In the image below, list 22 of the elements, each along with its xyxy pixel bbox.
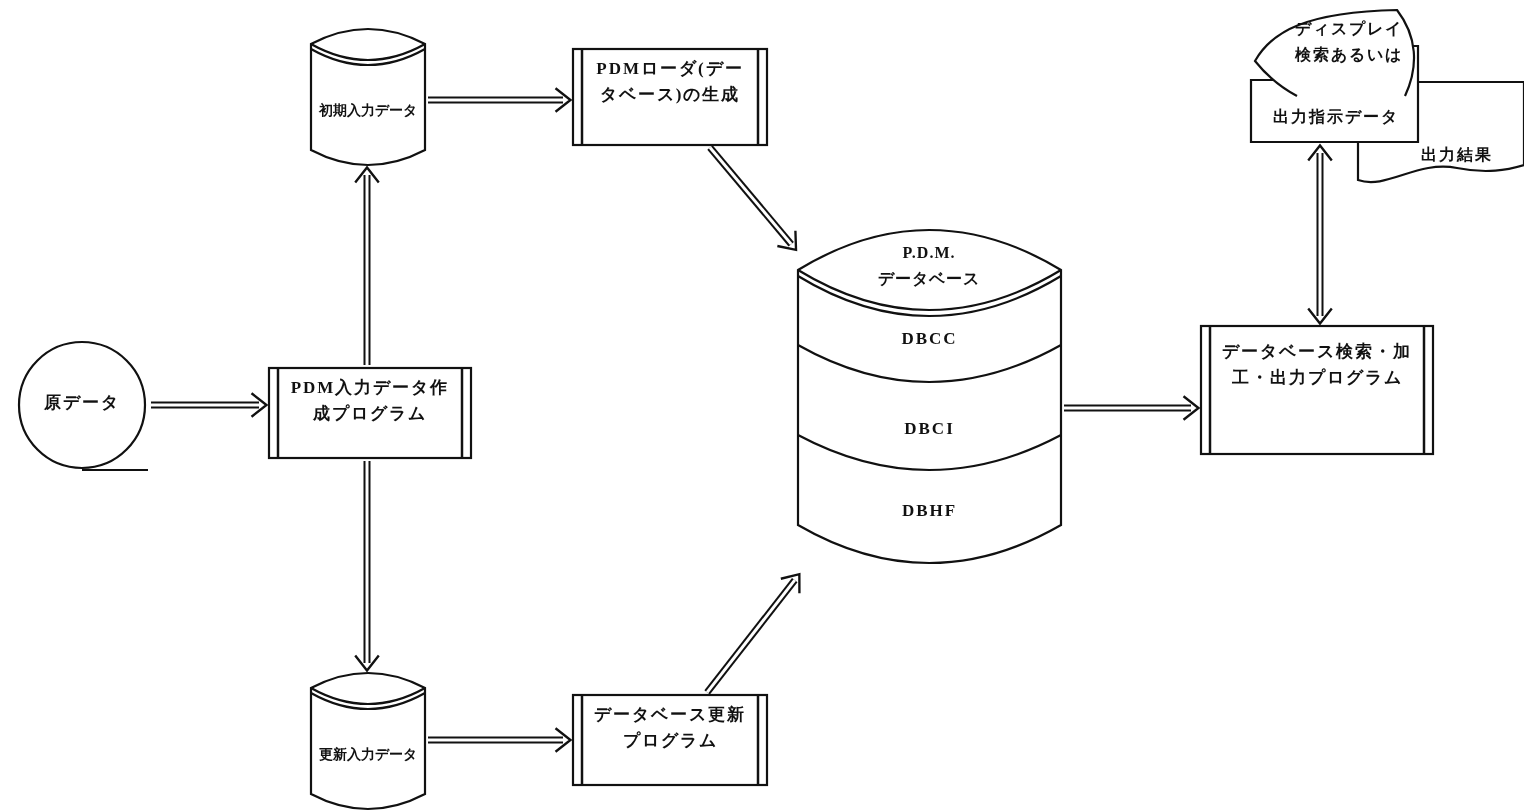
node-label: データベース更新プログラム (593, 704, 747, 752)
node-label: P.D.M. データベース (877, 243, 981, 289)
node-label: PDM入力データ作成プログラム (289, 377, 451, 425)
node-label: 更新入力データ (318, 746, 418, 764)
double-arrow (707, 145, 798, 252)
double-arrow (1064, 395, 1200, 421)
double-arrow (704, 573, 801, 695)
double-arrow (1307, 144, 1333, 325)
node-label: 初期入力データ (318, 102, 418, 120)
double-arrow (428, 727, 572, 753)
node-label: DBHF (900, 500, 959, 522)
node-label: 出力指示データ (1272, 107, 1400, 127)
node-label: DBCI (903, 418, 956, 440)
node-label: 原データ (43, 392, 121, 414)
double-arrow (354, 166, 380, 365)
node-label: DBCC (900, 328, 959, 350)
double-arrow (428, 87, 572, 113)
double-arrow (151, 392, 268, 418)
node-label: PDMローダ(データベース)の生成 (595, 58, 745, 106)
node-label: データベース検索・加工・出力プログラム (1221, 341, 1413, 389)
node-label: 出力結果 (1420, 145, 1494, 165)
double-arrow (354, 461, 380, 672)
